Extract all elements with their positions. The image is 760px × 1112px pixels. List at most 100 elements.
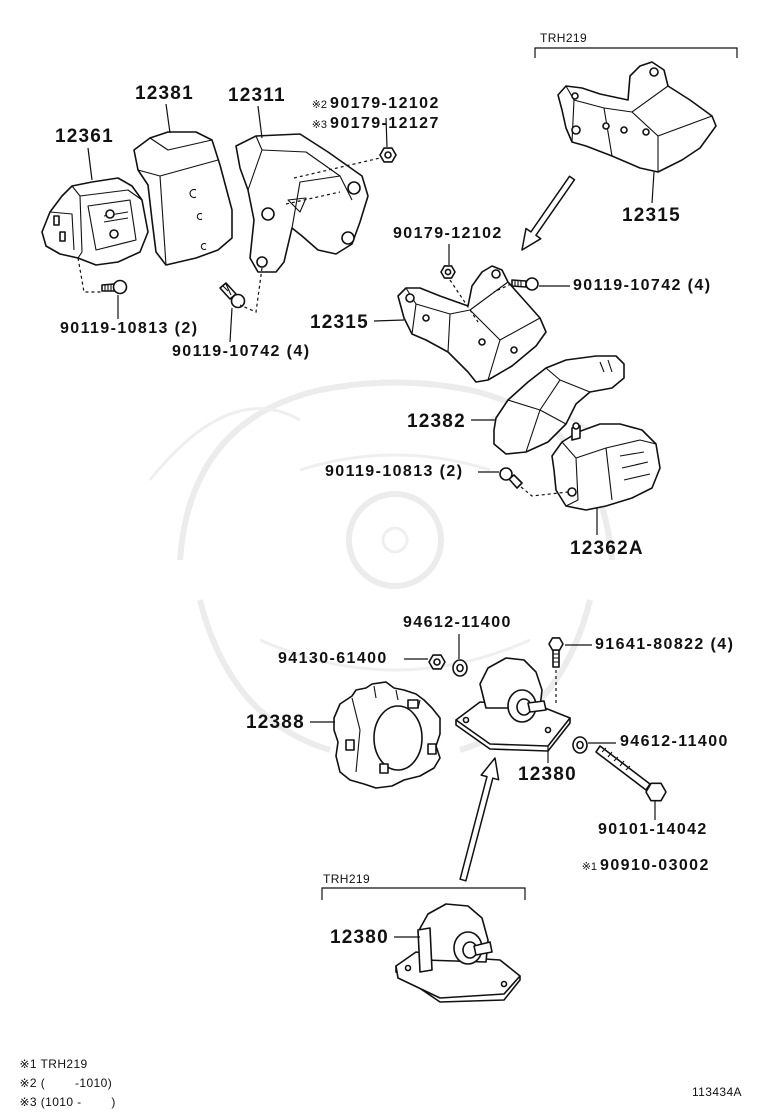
footnote-2: ※2 ( -1010)	[12, 1065, 112, 1089]
insulator-cover-12382	[493, 355, 625, 455]
through-bolt-90101-14042-shape	[595, 745, 651, 791]
mount-bracket-12315-trh219-shape	[571, 92, 579, 100]
insulator-cover-12381-shape	[149, 137, 213, 151]
part-label-12311: 12311	[228, 85, 286, 106]
variant-arrow-bottom	[459, 757, 500, 882]
watermark-logo-shape	[381, 526, 409, 554]
nut-90179-top-shape	[384, 151, 392, 159]
mount-bracket-12315	[397, 265, 547, 383]
engine-mount-12362a-shape	[561, 441, 579, 507]
bolt-90119-10813-left-shape	[104, 284, 112, 291]
engine-mount-12380-shape	[455, 701, 571, 747]
bolt-90119-10742-left	[219, 282, 246, 309]
through-bolt-90101-14042	[595, 745, 667, 802]
leader-line-12315-mid	[373, 319, 405, 322]
engine-mount-12361-shape	[59, 231, 66, 242]
bolt-90119-10742-mid-shape	[511, 279, 527, 288]
fastener-label-nut-lower: 94130-61400	[278, 650, 388, 667]
nut-90179-top	[379, 147, 397, 163]
leader-line-12381	[165, 103, 171, 134]
insulator-cover-12382-shape	[545, 367, 561, 381]
engine-mount-12361	[41, 177, 149, 266]
footnote-text: TRH219	[40, 1057, 88, 1071]
mount-cover-12388-shape	[373, 705, 423, 771]
note-mark: ※3	[311, 119, 328, 131]
mount-bracket-12311-shape	[256, 256, 268, 268]
insulator-cover-12381	[133, 131, 233, 266]
insulator-cover-12382-shape	[599, 359, 613, 373]
engine-mount-12361-shape	[53, 215, 60, 226]
mount-cover-12388	[333, 681, 441, 789]
fastener-label-nut-mid: 90179-12102	[393, 225, 503, 242]
fastener-label-bolt-left: 90119-10813 (2)	[60, 320, 199, 337]
engine-mount-12362a-shape	[575, 439, 657, 459]
bolt-91641-80822	[548, 637, 564, 668]
fastener-label-washer-upper: 94612-11400	[403, 614, 512, 631]
engine-mount-12362a-shape	[567, 487, 577, 497]
part-label-12381: 12381	[135, 83, 194, 104]
mount-bracket-12311-shape	[347, 181, 361, 195]
leader-line-nut-top	[385, 117, 388, 148]
part-label-12315-trh219: 12315	[622, 205, 681, 226]
bolt-90119-10813-left	[101, 279, 128, 295]
engine-mount-12380-trh219-shape	[404, 964, 412, 972]
mount-bracket-12315-trh219	[557, 61, 717, 173]
engine-mount-12362a-shape	[619, 451, 651, 481]
mount-bracket-12315-trh219-shape	[642, 128, 650, 136]
washer-94612-11400-upper	[452, 659, 468, 677]
fastener-label-bolt-left-bracket: 90119-10742 (4)	[172, 343, 311, 360]
through-bolt-90101-14042-shape	[601, 747, 631, 771]
illustration-id: 113434A	[692, 1085, 742, 1099]
nut-94130-61400	[428, 654, 446, 670]
footnote-1: ※1 TRH219	[12, 1046, 88, 1070]
mount-bracket-12315-shape	[510, 346, 518, 354]
footnote-text: (1010 - )	[40, 1095, 116, 1109]
footnote-text: ( -1010)	[40, 1076, 113, 1090]
engine-mount-12380-shape	[462, 716, 470, 724]
through-bolt-90101-14042-shape	[645, 782, 667, 802]
engine-mount-12361-shape	[87, 199, 137, 251]
bolt-90119-10742-mid-shape	[525, 277, 539, 291]
part-label-12362a: 12362A	[570, 538, 644, 559]
watermark-logo-shape	[346, 491, 444, 589]
alignment-dashed-line	[239, 267, 263, 313]
variant-bracket-top	[534, 47, 738, 58]
mount-cover-12388-shape	[351, 697, 361, 773]
footnote-mark: ※3	[19, 1095, 37, 1109]
bolt-91641-80822-shape	[553, 653, 559, 663]
leader-line-12311	[257, 105, 263, 139]
mount-bracket-12315-shape	[405, 293, 415, 303]
engine-mount-12380-trh219-shape	[417, 927, 433, 973]
mount-bracket-12315-shape	[422, 314, 430, 322]
engine-mount-12362a-shape	[551, 423, 661, 511]
engine-mount-12380-trh219	[395, 903, 521, 1003]
mount-bracket-12311-shape	[261, 149, 341, 177]
leader-line-12361	[87, 147, 93, 181]
mount-bracket-12311	[235, 133, 369, 273]
part-label-12388: 12388	[246, 712, 305, 733]
insulator-cover-12381-shape	[189, 188, 197, 199]
washer-94612-11400-upper-shape	[456, 663, 464, 673]
part-number: 90179-12102	[330, 95, 440, 112]
nut-90179-12102-mid-shape	[444, 268, 452, 276]
nut-94130-61400-shape	[433, 658, 441, 666]
mount-cover-12388-shape	[345, 739, 355, 751]
engine-mount-12361-shape	[109, 229, 119, 239]
bolt-90119-10742-left-shape	[230, 293, 246, 309]
alignment-dashed-line	[520, 486, 569, 497]
engine-mount-12361-shape	[79, 189, 143, 201]
engine-mount-12362a-shape	[571, 425, 581, 441]
mount-bracket-12315-trh219-shape	[620, 126, 628, 134]
fastener-label-bolt-mount-rear: 90119-10813 (2)	[325, 463, 464, 480]
part-label-12315: 12315	[310, 312, 369, 333]
fastener-label-washer-lower: 94612-11400	[620, 733, 729, 750]
insulator-cover-12381-shape	[159, 175, 167, 266]
engine-mount-12380	[455, 657, 571, 752]
fastener-label-bolt-plate: 91641-80822 (4)	[595, 636, 735, 653]
note-mark: ※1	[581, 861, 598, 873]
footnote-mark: ※1	[19, 1057, 37, 1071]
leader-line-bolt-left-bracket	[229, 307, 233, 343]
mount-bracket-12311-shape	[287, 197, 307, 213]
